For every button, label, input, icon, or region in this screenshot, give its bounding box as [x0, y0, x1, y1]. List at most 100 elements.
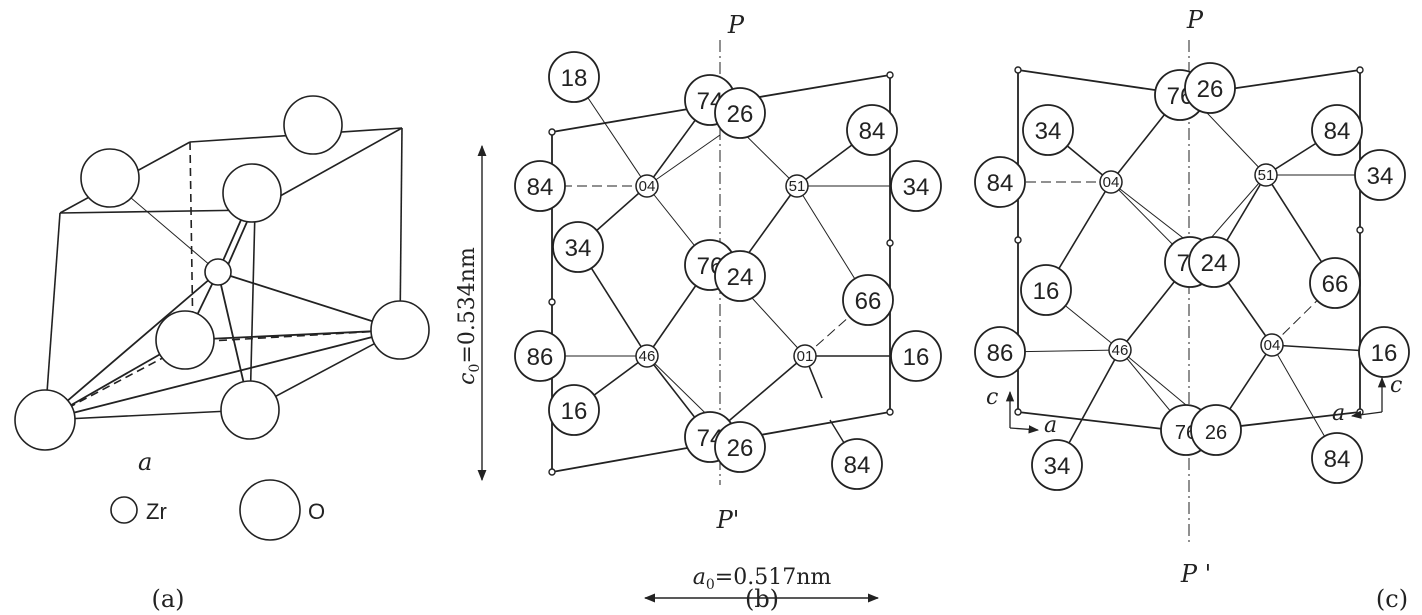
zr-atom-height-label: 01 — [797, 348, 814, 365]
o-atom — [1022, 104, 1074, 156]
o-atom-height-label: 86 — [527, 344, 554, 371]
caption-c: (c) — [1376, 585, 1408, 613]
o-atom — [1311, 432, 1363, 484]
o-atom-height-label: 26 — [727, 101, 754, 128]
zr-atom-height-label: 51 — [1258, 167, 1275, 184]
o-atom — [1020, 264, 1072, 316]
zr-atom-height-label: 51 — [789, 178, 806, 195]
o-atom — [831, 438, 883, 490]
c0-dimension-label: c0=0.534nm — [455, 247, 483, 385]
axis-c-left: c — [986, 385, 998, 410]
zr-o-bonds — [44, 179, 401, 421]
o-atom-height-label: 84 — [1324, 118, 1351, 145]
o-atom — [370, 300, 430, 360]
o-atom-height-label: 34 — [565, 235, 592, 262]
cell-label: a — [138, 448, 152, 476]
o-atom — [714, 250, 766, 302]
legend-o-label: O — [308, 499, 325, 524]
a0-symbol: a — [693, 565, 706, 590]
o-atom — [514, 160, 566, 212]
zr-atom — [635, 174, 659, 198]
a0-dimension-label: a0=0.517nm — [693, 565, 832, 593]
zr-atom — [1108, 338, 1132, 362]
caption-b: (b) — [745, 585, 779, 613]
o-atom — [974, 156, 1026, 208]
a0-value: =0.517nm — [715, 565, 832, 590]
a0-subscript: 0 — [706, 577, 715, 593]
o-atom-height-label: 26 — [727, 435, 754, 462]
o-atom — [974, 326, 1026, 378]
o-atom — [552, 221, 604, 273]
o-atom — [548, 51, 600, 103]
c0-subscript: 0 — [467, 364, 483, 373]
o-atom-height-label: 24 — [1201, 250, 1228, 277]
c0-value: =0.534nm — [455, 247, 480, 364]
o-atom-height-label: 34 — [1044, 453, 1071, 480]
caption-a: (a) — [151, 585, 184, 613]
o-atom-height-label: 84 — [987, 170, 1014, 197]
o-atom — [846, 104, 898, 156]
zr-atom — [1099, 170, 1123, 194]
o-atom-height-label: 86 — [987, 340, 1014, 367]
zr-atom — [1260, 333, 1284, 357]
axis-indicator-left — [1005, 390, 1040, 434]
o-atom — [1358, 326, 1410, 378]
axis-c-right: c — [1390, 373, 1402, 398]
zr-atom-height-label: 46 — [639, 348, 656, 365]
plane-label-top: P — [1186, 6, 1204, 34]
o-atom-height-label: 34 — [1367, 163, 1394, 190]
o-atom — [155, 310, 215, 370]
o-atom — [842, 274, 894, 326]
o-atom — [548, 384, 600, 436]
o-atom-height-label: 34 — [1035, 118, 1062, 145]
o-atom — [890, 330, 942, 382]
o-atom — [714, 87, 766, 139]
o-atom-height-label: 34 — [903, 174, 930, 201]
o-atom — [283, 95, 343, 155]
o-atom — [514, 330, 566, 382]
o-atom — [890, 160, 942, 212]
o-atom — [1190, 404, 1242, 456]
o-atom-height-label: 26 — [1197, 76, 1224, 103]
o-atom-height-label: 84 — [527, 174, 554, 201]
o-atom-height-label: 16 — [1033, 278, 1060, 305]
o-atom — [222, 163, 282, 223]
oxygen-atoms — [14, 95, 430, 451]
o-atom — [1184, 62, 1236, 114]
o-atom — [220, 380, 280, 440]
o-atom — [1354, 149, 1406, 201]
o-atom-height-label: 66 — [1322, 271, 1349, 298]
zr-atom — [793, 344, 817, 368]
zr-atom — [635, 344, 659, 368]
cell-nodes — [548, 71, 894, 476]
o-atom — [1311, 104, 1363, 156]
o-atom — [14, 389, 76, 451]
zr-atom-height-label: 04 — [1103, 174, 1120, 191]
o-atom — [1188, 236, 1240, 288]
o-atom — [714, 421, 766, 473]
legend-zr-icon — [110, 496, 138, 524]
o-atom-height-label: 26 — [1205, 422, 1227, 444]
zr-atom-height-label: 04 — [639, 178, 656, 195]
legend-zr-label: Zr — [146, 499, 167, 524]
plane-label-top: P — [727, 11, 745, 39]
o-atom-height-label: 18 — [561, 65, 588, 92]
zr-atom-height-label: 04 — [1264, 337, 1281, 354]
o-atom-height-label: 16 — [903, 344, 930, 371]
axis-a-right: a — [1332, 401, 1345, 426]
legend-o-icon — [239, 479, 301, 541]
o-atom-height-label: 84 — [859, 118, 886, 145]
plane-label-bottom: P' — [716, 506, 740, 534]
c0-symbol: c — [455, 373, 480, 385]
axis-a-left: a — [1044, 413, 1057, 438]
o-atom-height-label: 16 — [561, 398, 588, 425]
zr-atom — [1254, 163, 1278, 187]
o-atom-height-label: 66 — [855, 288, 882, 315]
o-atom-height-label: 24 — [727, 264, 754, 291]
zr-atom — [785, 174, 809, 198]
o-atom — [80, 148, 140, 208]
zr-atom-height-label: 46 — [1112, 342, 1129, 359]
